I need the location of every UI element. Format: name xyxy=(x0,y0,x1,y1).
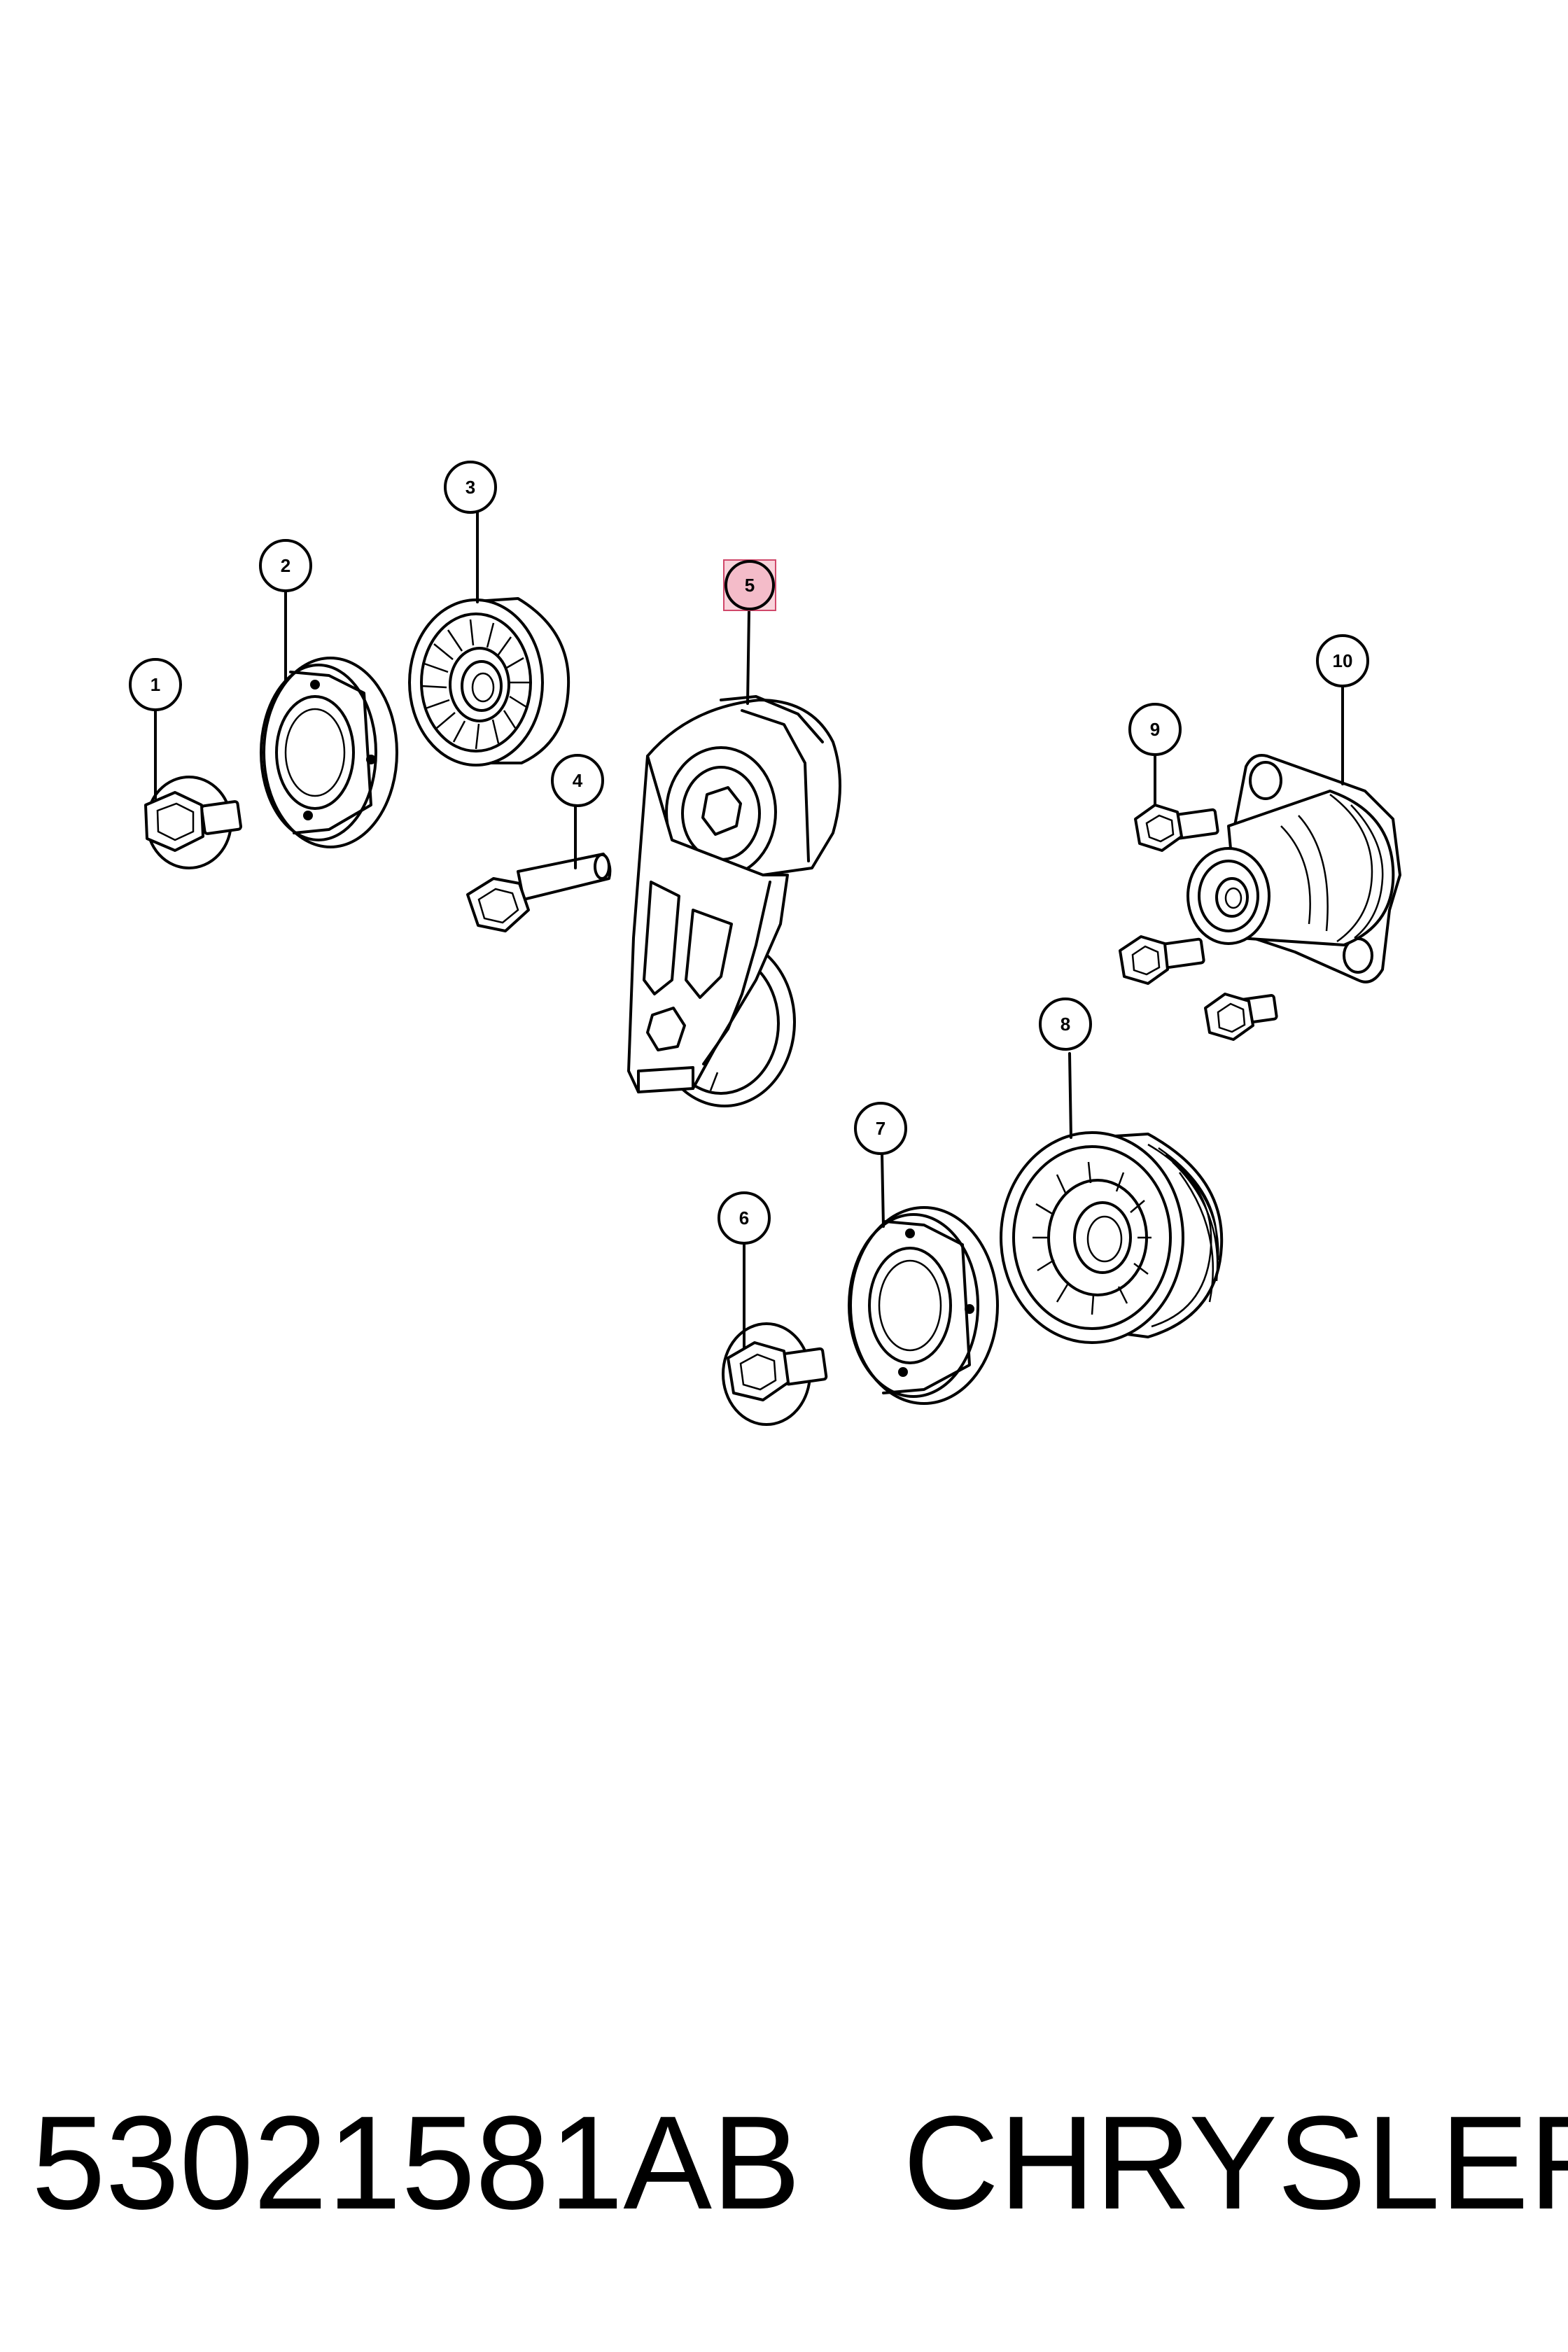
part-8-grooved-pulley xyxy=(1000,1131,1224,1344)
callout-4-label: 4 xyxy=(573,770,583,791)
callouts: 1 2 3 4 5 6 7 8 xyxy=(129,461,1369,1245)
callout-8[interactable]: 8 xyxy=(1039,997,1092,1051)
callout-2[interactable]: 2 xyxy=(259,539,312,592)
callout-3[interactable]: 3 xyxy=(444,461,497,514)
callout-5[interactable]: 5 xyxy=(723,559,776,611)
part-7-shield xyxy=(848,1206,999,1405)
callout-5-label: 5 xyxy=(745,575,755,596)
part-3-idler-pulley xyxy=(408,597,570,766)
part-2-shield xyxy=(260,657,398,848)
part-6-bolt xyxy=(722,1322,828,1426)
callout-8-label: 8 xyxy=(1060,1014,1070,1035)
part-number: 53021581AB xyxy=(31,2089,801,2237)
callout-10-label: 10 xyxy=(1333,650,1353,671)
callout-2-label: 2 xyxy=(281,555,290,576)
callout-9[interactable]: 9 xyxy=(1128,703,1182,756)
part-10-idler-bracket xyxy=(1186,754,1401,983)
part-4-long-bolt xyxy=(466,853,612,932)
brand-name: CHRYSLER xyxy=(903,2089,1568,2237)
callout-6[interactable]: 6 xyxy=(718,1191,771,1245)
part-5-belt-tensioner xyxy=(627,695,841,1107)
footer: 53021581AB CHRYSLER xyxy=(0,2072,1568,2254)
callout-4[interactable]: 4 xyxy=(551,754,604,807)
callout-1[interactable]: 1 xyxy=(129,658,182,711)
callout-7[interactable]: 7 xyxy=(854,1102,907,1155)
part-1-bolt xyxy=(144,776,243,869)
callout-6-label: 6 xyxy=(739,1208,749,1228)
callout-10[interactable]: 10 xyxy=(1316,634,1369,687)
callout-1-label: 1 xyxy=(150,674,160,695)
part-9-bolts xyxy=(1119,804,1278,1041)
callout-3-label: 3 xyxy=(465,477,475,498)
callout-7-label: 7 xyxy=(876,1118,886,1139)
callout-9-label: 9 xyxy=(1150,719,1160,740)
leader-lines xyxy=(154,511,1344,1349)
